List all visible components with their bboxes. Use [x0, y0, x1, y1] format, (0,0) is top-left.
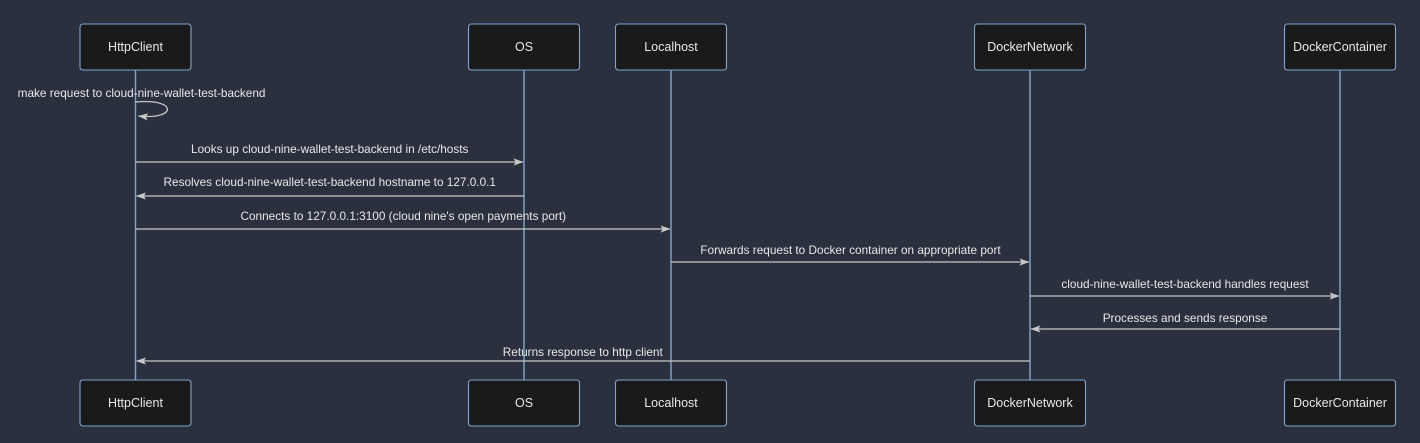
actor-box-dockernetwork-top[interactable] [973, 23, 1087, 71]
actor-label-dockercontainer-top: DockerContainer [1293, 40, 1387, 54]
actor-box-dockercontainer-bottom[interactable] [1283, 379, 1397, 427]
actor-dockercontainer-top[interactable]: DockerContainer [1283, 23, 1397, 71]
message-7: Processes and sends response [1030, 311, 1340, 333]
actor-box-dockercontainer-top[interactable] [1283, 23, 1397, 71]
actor-box-httpclient-bottom[interactable] [79, 379, 192, 427]
message-5: Forwards request to Docker container on … [671, 243, 1030, 266]
actor-dockercontainer-bottom[interactable]: DockerContainer [1283, 379, 1397, 427]
actor-label-dockernetwork-bottom: DockerNetwork [987, 396, 1073, 410]
actor-label-dockernetwork-top: DockerNetwork [987, 40, 1073, 54]
actor-label-os-top: OS [515, 40, 533, 54]
message-label-1: make request to cloud-nine-wallet-test-b… [18, 86, 266, 100]
actor-box-localhost-top[interactable] [614, 23, 728, 71]
actor-dockernetwork-top[interactable]: DockerNetwork [973, 23, 1087, 71]
message-3: Resolves cloud-nine-wallet-test-backend … [136, 175, 524, 200]
actor-httpclient-bottom[interactable]: HttpClient [79, 379, 192, 427]
message-4: Connects to 127.0.0.1:3100 (cloud nine's… [135, 209, 671, 233]
message-6: cloud-nine-wallet-test-backend handles r… [1030, 277, 1340, 300]
actor-box-os-bottom[interactable] [467, 379, 581, 427]
message-label-6: cloud-nine-wallet-test-backend handles r… [1061, 277, 1309, 291]
actor-label-localhost-bottom: Localhost [644, 396, 698, 410]
actor-label-httpclient-bottom: HttpClient [108, 396, 163, 410]
actor-box-os-top[interactable] [467, 23, 581, 71]
actor-label-dockercontainer-bottom: DockerContainer [1293, 396, 1387, 410]
message-8: Returns response to http client [136, 345, 1030, 365]
message-label-5: Forwards request to Docker container on … [700, 243, 1001, 257]
lifelines-group [134, 70, 1341, 380]
message-label-4: Connects to 127.0.0.1:3100 (cloud nine's… [240, 209, 566, 223]
actor-label-httpclient-top: HttpClient [108, 40, 163, 54]
actor-dockernetwork-bottom[interactable]: DockerNetwork [973, 379, 1087, 427]
actor-box-httpclient-top[interactable] [79, 23, 192, 71]
actor-boxes-top: HttpClient OS Localhost DockerNetwork Docker… [79, 23, 1397, 71]
message-label-7: Processes and sends response [1103, 311, 1268, 325]
actor-boxes-bottom: HttpClient OS Localhost DockerNetwork Docker… [79, 379, 1397, 427]
message-2: Looks up cloud-nine-wallet-test-backend … [135, 142, 524, 166]
messages-group: make request to cloud-nine-wallet-test-b… [18, 86, 1340, 365]
actor-localhost-bottom[interactable]: Localhost [614, 379, 728, 427]
actor-label-localhost-top: Localhost [644, 40, 698, 54]
actor-box-dockernetwork-bottom[interactable] [973, 379, 1087, 427]
actor-box-localhost-bottom[interactable] [614, 379, 728, 427]
actor-os-bottom[interactable]: OS [467, 379, 581, 427]
actor-os-top[interactable]: OS [467, 23, 581, 71]
actor-localhost-top[interactable]: Localhost [614, 23, 728, 71]
actor-label-os-bottom: OS [515, 396, 533, 410]
message-label-2: Looks up cloud-nine-wallet-test-backend … [191, 142, 468, 156]
actor-httpclient-top[interactable]: HttpClient [79, 23, 192, 71]
message-label-8: Returns response to http client [503, 345, 664, 359]
message-self-loop-1 [135, 100, 168, 121]
message-label-3: Resolves cloud-nine-wallet-test-backend … [164, 175, 496, 189]
message-1: make request to cloud-nine-wallet-test-b… [18, 86, 266, 121]
